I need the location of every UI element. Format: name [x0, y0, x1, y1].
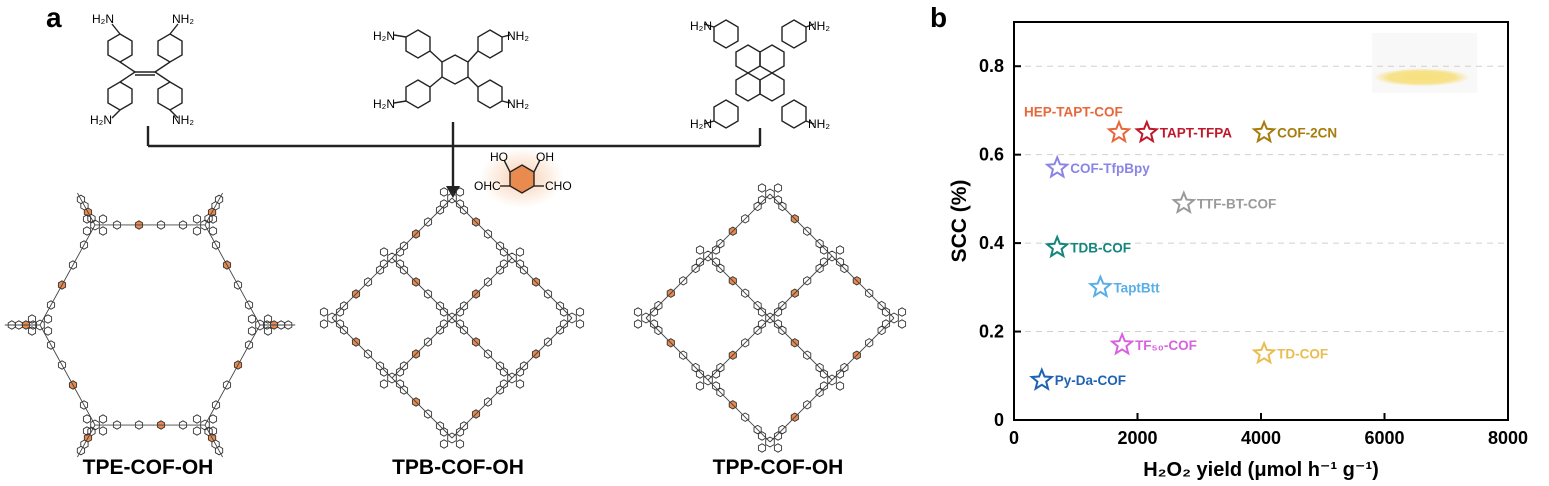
- y-tick-label: 0: [994, 410, 1004, 430]
- amine-label: H₂N: [373, 29, 395, 43]
- hydroxyl-label: HO: [490, 150, 508, 164]
- x-tick-label: 4000: [1241, 428, 1281, 448]
- data-point-star: [1251, 119, 1277, 144]
- amine-label: NH₂: [172, 113, 194, 127]
- y-tick-label: 0.2: [979, 322, 1004, 342]
- data-point-star: [1109, 331, 1135, 356]
- data-point-star: [1044, 234, 1070, 259]
- x-tick-label: 0: [1009, 428, 1019, 448]
- data-point-label: COF-TfpBpy: [1070, 161, 1150, 176]
- data-point-star: [1134, 119, 1160, 144]
- amine-label: H₂N: [690, 19, 712, 33]
- amine-label: H₂N: [690, 117, 712, 131]
- highlight-marker: [1373, 68, 1470, 87]
- data-point-label: Py-Da-COF: [1055, 373, 1126, 388]
- tpp-amine-monomer: [703, 19, 815, 129]
- data-point-label: TAPT-TFPA: [1160, 126, 1232, 141]
- amine-label: NH₂: [808, 19, 830, 33]
- tpb-amine-monomer: [393, 29, 511, 109]
- aldehyde-label: OHC: [474, 179, 501, 193]
- y-axis-label: SCC (%): [948, 180, 971, 263]
- structure-name: TPE-COF-OH: [82, 456, 214, 479]
- amine-label: NH₂: [507, 29, 529, 43]
- reaction-connector: [146, 122, 762, 190]
- y-tick-label: 0.4: [979, 233, 1004, 253]
- hydroxyl-label: OH: [536, 150, 554, 164]
- data-point-label: TF₅₀-COF: [1135, 338, 1197, 353]
- tpe-cof-framework: [4, 192, 296, 458]
- data-point-star: [1029, 366, 1055, 391]
- panel-a: a H₂N NH₂: [4, 2, 907, 479]
- amine-label: H₂N: [90, 113, 112, 127]
- data-point-star: [1251, 340, 1277, 365]
- data-point-star: [1044, 154, 1070, 179]
- x-tick-label: 2000: [1117, 428, 1157, 448]
- data-point-label: TDB-COF: [1070, 241, 1131, 256]
- data-point-label: TD-COF: [1277, 347, 1328, 362]
- amine-label: H₂N: [373, 97, 395, 111]
- y-tick-label: 0.6: [979, 145, 1004, 165]
- tpb-cof-framework: [319, 187, 585, 449]
- y-tick-label: 0.8: [979, 56, 1004, 76]
- data-point-label: HEP-TAPT-COF: [1024, 105, 1123, 120]
- amine-label: H₂N: [92, 12, 114, 26]
- tpe-amine-monomer: [107, 23, 183, 119]
- x-tick-label: 6000: [1364, 428, 1404, 448]
- x-axis-label: H₂O₂ yield (μmol h⁻¹ g⁻¹): [1143, 459, 1379, 481]
- data-point-label: COF-2CN: [1277, 126, 1337, 141]
- amine-label: NH₂: [507, 97, 529, 111]
- structure-name: TPP-COF-OH: [712, 456, 844, 479]
- reaction-arrow-icon: [446, 186, 460, 198]
- data-point-star: [1106, 119, 1132, 144]
- data-point-star: [1171, 190, 1197, 214]
- panel-letter-a: a: [46, 2, 62, 33]
- synthesis-scheme: H₂N NH₂ H₂N NH₂ H₂N NH₂ H₂N NH₂: [4, 12, 907, 458]
- panel-letter-b: b: [930, 2, 948, 33]
- x-tick-label: 8000: [1488, 428, 1528, 448]
- amine-label: NH₂: [808, 117, 830, 131]
- tpp-cof-framework: [633, 183, 907, 453]
- data-point-label: TTF-BT-COF: [1197, 196, 1276, 211]
- data-point-label: TaptBtt: [1113, 280, 1160, 295]
- dihydroxy-aldehyde-linker: [500, 159, 544, 194]
- amine-label: NH₂: [172, 12, 194, 26]
- data-point-star: [1087, 274, 1113, 299]
- structure-name: TPB-COF-OH: [392, 456, 524, 479]
- aldehyde-label: CHO: [545, 179, 572, 193]
